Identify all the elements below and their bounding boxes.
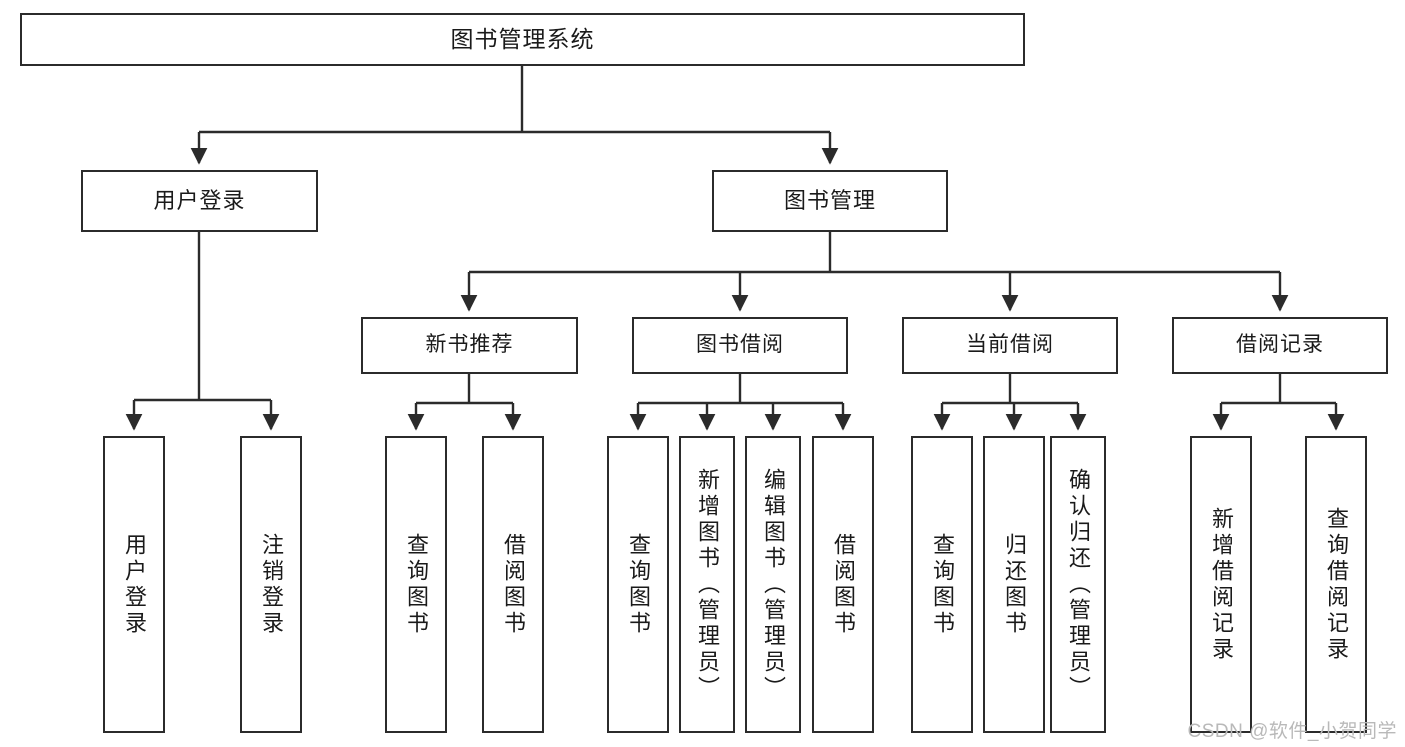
leaf-add-record[interactable]: 新增借阅记录 xyxy=(1190,436,1252,733)
leaf-edit-book[interactable]: 编辑图书（管理员） xyxy=(745,436,801,733)
node-new-book-recommend-label: 新书推荐 xyxy=(425,333,514,357)
leaf-return-book-label: 归还图书 xyxy=(1002,532,1027,637)
leaf-confirm-return-label: 确认归还（管理员） xyxy=(1066,467,1091,702)
csdn-watermark: CSDN @软件_小贺同学 xyxy=(1187,721,1397,742)
leaf-logout-label: 注销登录 xyxy=(259,532,284,637)
leaf-borrow-book-2-label: 借阅图书 xyxy=(831,532,856,637)
node-borrow-record[interactable]: 借阅记录 xyxy=(1172,317,1388,374)
node-borrow-record-label: 借阅记录 xyxy=(1236,333,1324,357)
node-book-borrow-label: 图书借阅 xyxy=(696,333,784,357)
leaf-query-book-1[interactable]: 查询图书 xyxy=(385,436,447,733)
leaf-query-book-2-label: 查询图书 xyxy=(626,532,651,637)
node-new-book-recommend[interactable]: 新书推荐 xyxy=(361,317,578,374)
node-root-label: 图书管理系统 xyxy=(450,26,595,53)
leaf-user-login[interactable]: 用户登录 xyxy=(103,436,165,733)
leaf-query-record[interactable]: 查询借阅记录 xyxy=(1305,436,1367,733)
node-book-manage[interactable]: 图书管理 xyxy=(712,170,948,232)
leaf-edit-book-label: 编辑图书（管理员） xyxy=(761,467,786,702)
leaf-borrow-book-2[interactable]: 借阅图书 xyxy=(812,436,874,733)
leaf-query-book-2[interactable]: 查询图书 xyxy=(607,436,669,733)
node-current-borrow-label: 当前借阅 xyxy=(966,333,1054,357)
leaf-add-book-label: 新增图书（管理员） xyxy=(695,467,720,702)
node-user-login[interactable]: 用户登录 xyxy=(81,170,318,232)
leaf-user-login-label: 用户登录 xyxy=(122,532,147,637)
node-book-borrow[interactable]: 图书借阅 xyxy=(632,317,848,374)
leaf-borrow-book-1-label: 借阅图书 xyxy=(501,532,526,637)
leaf-add-record-label: 新增借阅记录 xyxy=(1209,506,1234,663)
leaf-return-book[interactable]: 归还图书 xyxy=(983,436,1045,733)
leaf-borrow-book-1[interactable]: 借阅图书 xyxy=(482,436,544,733)
leaf-add-book[interactable]: 新增图书（管理员） xyxy=(679,436,735,733)
leaf-query-record-label: 查询借阅记录 xyxy=(1324,506,1349,663)
leaf-confirm-return[interactable]: 确认归还（管理员） xyxy=(1050,436,1106,733)
leaf-query-book-3[interactable]: 查询图书 xyxy=(911,436,973,733)
leaf-query-book-1-label: 查询图书 xyxy=(404,532,429,637)
node-root[interactable]: 图书管理系统 xyxy=(20,13,1025,66)
leaf-logout[interactable]: 注销登录 xyxy=(240,436,302,733)
node-current-borrow[interactable]: 当前借阅 xyxy=(902,317,1118,374)
node-user-login-label: 用户登录 xyxy=(153,188,246,214)
node-book-manage-label: 图书管理 xyxy=(783,188,876,214)
leaf-query-book-3-label: 查询图书 xyxy=(930,532,955,637)
